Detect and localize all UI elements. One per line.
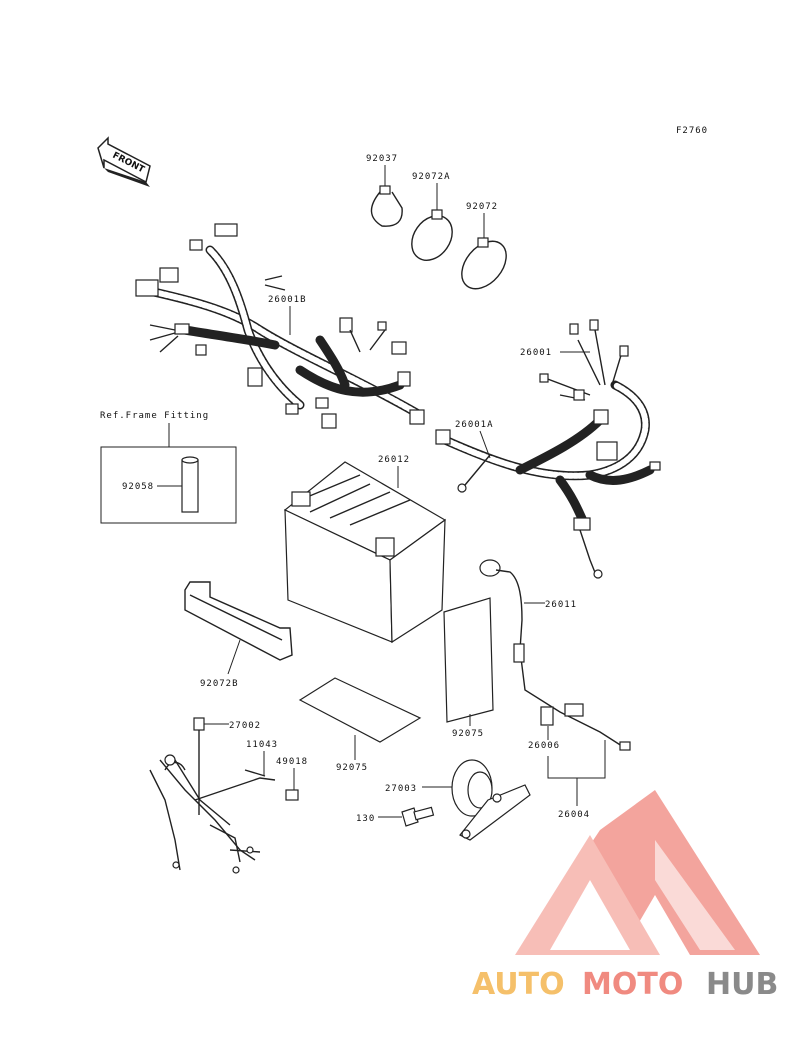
collar-92058 <box>181 459 199 513</box>
frame-bracket: 27002 11043 49018 <box>149 717 308 874</box>
watermark-text: AUTO MOTO HUB <box>472 967 778 1002</box>
label-26001: 26001 <box>520 348 552 358</box>
pad-92075-flat: 92075 <box>298 677 422 773</box>
battery-26012: 26012 <box>283 455 447 644</box>
label-26011: 26011 <box>545 600 577 610</box>
figure-code: F2760 <box>676 126 708 136</box>
watermark-hub: HUB <box>706 967 778 1002</box>
main-harness-26001b: 26001B <box>135 223 425 429</box>
battery-band-92072b: 92072B <box>184 581 293 689</box>
label-92058: 92058 <box>122 482 154 492</box>
label-49018: 49018 <box>276 757 308 767</box>
watermark-logo <box>515 790 760 955</box>
clamp-92037: 92037 <box>366 154 403 227</box>
front-arrow-icon: FRONT <box>97 136 151 187</box>
watermark-auto: AUTO <box>472 967 565 1002</box>
label-130: 130 <box>356 814 375 824</box>
label-92075-a: 92075 <box>452 729 484 739</box>
clamp-92072: 92072 <box>461 202 507 290</box>
label-11043: 11043 <box>246 740 278 750</box>
label-26001b: 26001B <box>268 295 307 305</box>
label-92072a: 92072A <box>412 172 451 182</box>
clamp-92072a: 92072A <box>411 172 453 261</box>
label-26006: 26006 <box>528 741 560 751</box>
label-26012: 26012 <box>378 455 410 465</box>
label-27002: 27002 <box>229 721 261 731</box>
label-26004: 26004 <box>558 810 590 820</box>
horn-27003: 27003 <box>385 759 531 841</box>
label-92075-b: 92075 <box>336 763 368 773</box>
sub-harness-26001: 26001 26001A <box>435 319 661 579</box>
label-92037: 92037 <box>366 154 398 164</box>
label-26001a: 26001A <box>455 420 494 430</box>
bolt-130: 130 <box>356 806 435 827</box>
label-92072: 92072 <box>466 202 498 212</box>
cable-26011: 26011 26006 26004 <box>479 559 631 820</box>
watermark-moto: MOTO <box>582 967 683 1002</box>
label-27003: 27003 <box>385 784 417 794</box>
ref-box-title: Ref.Frame Fitting <box>100 411 209 421</box>
label-92072b: 92072B <box>200 679 239 689</box>
ref-frame-fitting-box: Ref.Frame Fitting 92058 <box>100 411 237 524</box>
pad-92075-vertical: 92075 <box>443 597 494 739</box>
